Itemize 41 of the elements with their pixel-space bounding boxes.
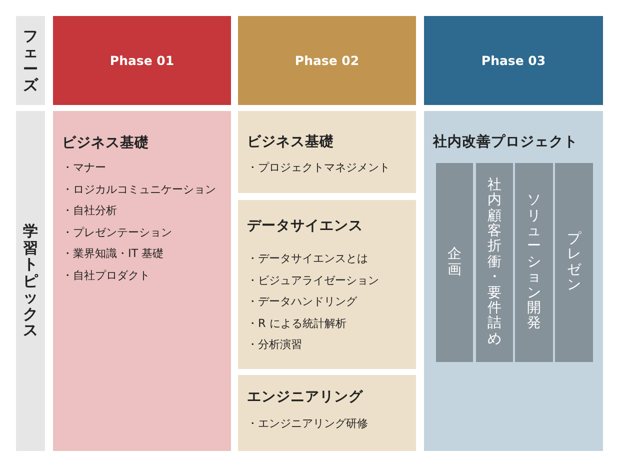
topic-item: ・分析演習 xyxy=(247,337,302,354)
row-header-band xyxy=(16,16,45,105)
phase-header xyxy=(238,16,416,105)
topic-item: ・自社プロダクト xyxy=(62,268,150,284)
topic-item: ・業界知識・IT 基礎 xyxy=(62,246,164,262)
phase-title: Phase 02 xyxy=(294,53,360,68)
step-column xyxy=(476,163,513,362)
step-label: 企画 xyxy=(448,247,462,278)
topic-card xyxy=(424,111,603,451)
topic-item: ・ビジュアライゼーション xyxy=(247,272,379,289)
topic-heading: ビジネス基礎 xyxy=(247,133,334,151)
step-label: 社内顧客折衝・要件詰め xyxy=(488,178,502,348)
step-column xyxy=(515,163,553,362)
phase-title: Phase 01 xyxy=(110,53,174,68)
topic-heading: ビジネス基礎 xyxy=(62,134,149,152)
phase-header xyxy=(53,16,231,105)
topic-item: ・自社分析 xyxy=(62,203,117,220)
topic-heading: データサイエンス xyxy=(247,217,363,235)
step-label: プレゼン xyxy=(567,232,581,294)
row-label: フェーズ xyxy=(23,28,38,94)
step-label: ソリューション開発 xyxy=(527,193,541,332)
topic-item: ・データサイエンスとは xyxy=(247,251,368,268)
topic-item: ・マナー xyxy=(62,160,106,176)
topic-card xyxy=(238,200,416,369)
topic-item: ・エンジニアリング研修 xyxy=(247,416,368,432)
topic-card xyxy=(238,375,416,451)
topic-item: ・プロジェクトマネジメント xyxy=(247,160,390,176)
topic-item: ・R による統計解析 xyxy=(247,316,346,332)
topic-card xyxy=(238,111,416,193)
topic-item: ・データハンドリング xyxy=(247,294,357,310)
step-column xyxy=(436,163,473,362)
phase-header xyxy=(424,16,603,105)
topic-heading: 社内改善プロジェクト xyxy=(433,133,578,151)
row-header-band xyxy=(16,111,45,451)
step-column xyxy=(555,163,593,362)
row-label: 学習トピックス xyxy=(23,223,38,339)
phase-title: Phase 03 xyxy=(481,53,546,68)
topic-card xyxy=(53,111,231,451)
topic-item: ・プレゼンテーション xyxy=(62,224,172,241)
topic-item: ・ロジカルコミュニケーション xyxy=(62,182,216,198)
topic-heading: エンジニアリング xyxy=(247,388,363,406)
